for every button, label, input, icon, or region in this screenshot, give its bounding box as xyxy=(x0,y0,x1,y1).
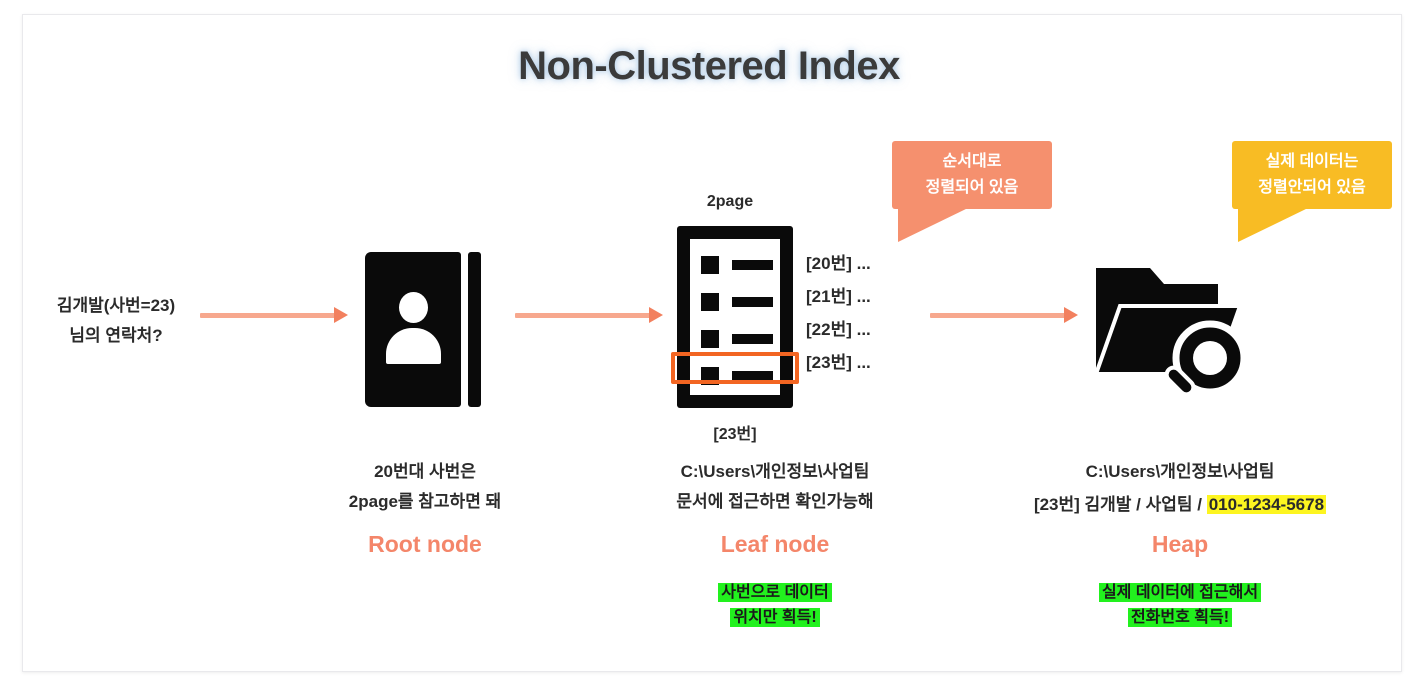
callout-sorted: 순서대로 정렬되어 있음 xyxy=(892,141,1052,242)
address-book-icon xyxy=(365,252,485,407)
heap-note: 실제 데이터에 접근해서 전화번호 획득! xyxy=(1000,580,1360,630)
leaf-note-line-1: 사번으로 데이터 xyxy=(718,583,832,602)
callout-sorted-line-1: 순서대로 xyxy=(942,153,1002,170)
leaf-row-highlight-box xyxy=(671,352,799,384)
root-caption-line-1: 20번대 사번은 xyxy=(374,462,476,481)
index-entry: [22번] ... xyxy=(806,320,871,339)
query-line-1: 김개발(사번=23) xyxy=(56,296,176,315)
arrow-query-to-root xyxy=(200,305,350,325)
query-line-2: 님의 연락처? xyxy=(69,326,163,345)
callout-unsorted-line-2: 정렬안되어 있음 xyxy=(1258,179,1366,196)
index-entry: [23번] ... xyxy=(806,353,871,372)
leaf-node-label: Leaf node xyxy=(720,531,830,557)
document-list-icon xyxy=(677,226,793,408)
leaf-caption-line-2: 문서에 접근하면 확인가능해 xyxy=(676,492,874,511)
heap-record-row: [23번] 김개발 / 사업팀 / 010-1234-5678 xyxy=(1000,490,1360,520)
arrow-root-to-leaf xyxy=(515,305,665,325)
root-caption-line-2: 2page를 참고하면 돼 xyxy=(348,492,502,511)
heap-node-label: Heap xyxy=(1151,531,1209,557)
leaf-caption-line-1: C:\Users\개인정보\사업팀 xyxy=(680,462,870,481)
leaf-pointer-label: [23번] xyxy=(713,426,757,443)
heap-record-prefix: [23번] 김개발 / 사업팀 / xyxy=(1033,495,1207,514)
heap-caption-line-1: C:\Users\개인정보\사업팀 xyxy=(1085,462,1275,481)
heap-note-line-2: 전화번호 획득! xyxy=(1127,608,1233,627)
arrow-leaf-to-heap xyxy=(930,305,1080,325)
callout-sorted-tail xyxy=(898,208,968,242)
callout-unsorted-line-1: 실제 데이터는 xyxy=(1265,153,1359,170)
root-node-label: Root node xyxy=(368,531,482,557)
page-title: Non-Clustered Index xyxy=(518,44,900,88)
index-entry: [21번] ... xyxy=(806,287,871,306)
leaf-page-label: 2page xyxy=(706,193,754,210)
callout-unsorted-tail xyxy=(1238,208,1308,242)
heap-record-phone: 010-1234-5678 xyxy=(1206,495,1327,514)
leaf-note: 사번으로 데이터 위치만 획득! xyxy=(620,580,930,630)
heap-note-line-1: 실제 데이터에 접근해서 xyxy=(1098,583,1262,602)
folder-search-icon xyxy=(1090,262,1255,402)
callout-sorted-line-2: 정렬되어 있음 xyxy=(925,179,1019,196)
callout-unsorted: 실제 데이터는 정렬안되어 있음 xyxy=(1232,141,1392,242)
index-entry: [20번] ... xyxy=(806,254,871,273)
leaf-index-list: [20번] ... [21번] ... [22번] ... [23번] ... xyxy=(806,247,871,379)
leaf-note-line-2: 위치만 획득! xyxy=(730,608,820,627)
folder-search-svg xyxy=(1093,268,1248,397)
